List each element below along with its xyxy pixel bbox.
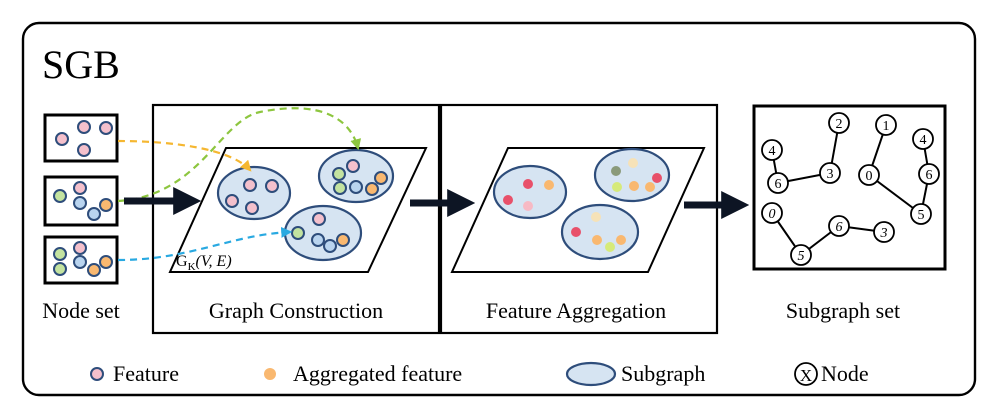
node-set-label: Node set	[42, 298, 120, 323]
feature-dot	[53, 189, 67, 203]
feature-dot	[99, 121, 113, 135]
legend-feature-label: Feature	[113, 361, 179, 386]
aggregated-feature-dot	[616, 235, 626, 245]
feature-dot	[291, 226, 305, 240]
graph-node	[761, 139, 783, 161]
graph-node-label: 6	[836, 220, 843, 235]
aggregated-feature-dot	[592, 235, 602, 245]
feature-dot	[87, 207, 101, 221]
aggregated-feature-dot	[503, 195, 513, 205]
graph-node	[790, 244, 812, 266]
graph-node-label: 0	[769, 207, 776, 222]
graph-node	[910, 203, 932, 225]
feature-dot	[73, 181, 87, 195]
aggregated-feature-dot	[612, 182, 622, 192]
graph-node-label: 2	[836, 117, 843, 132]
legend-feature-swatch	[90, 367, 104, 381]
aggregated-feature-dot	[523, 179, 533, 189]
aggregated-feature-dot	[544, 180, 554, 190]
feature-dot	[245, 201, 259, 215]
graph-node-label: 4	[769, 144, 776, 159]
feature-dot	[77, 143, 91, 157]
feature-dot	[73, 196, 87, 210]
graph-construction-group: GK(V, E) Graph Construction	[151, 103, 441, 335]
legend-node-label: Node	[821, 361, 869, 386]
feature-dot	[312, 212, 326, 226]
feature-dot	[77, 120, 91, 134]
feature-dot	[333, 181, 347, 195]
graph-node-label: 6	[926, 168, 933, 183]
aggregated-feature-dot	[652, 173, 662, 183]
graph-node	[875, 114, 897, 136]
graph-node	[819, 162, 841, 184]
graph-node	[828, 215, 850, 237]
graph-node-label: 3	[827, 167, 834, 182]
orange-dashed-arrow	[117, 139, 252, 172]
legend: Feature Aggregated feature Subgraph X No…	[90, 361, 869, 387]
aggregated-feature-dot	[571, 227, 581, 237]
feature-dot	[346, 159, 360, 173]
feature-aggregation-label: Feature Aggregation	[486, 298, 666, 323]
graph-node-label: 5	[798, 249, 805, 264]
feature-dot	[53, 247, 67, 261]
legend-aggregated-swatch	[264, 368, 276, 380]
graph-construction-label: Graph Construction	[209, 298, 383, 323]
feature-dot	[265, 179, 279, 193]
graph-node	[761, 202, 783, 224]
graph-node-label: 6	[775, 177, 782, 192]
legend-node-swatch	[794, 362, 818, 386]
graph-node-label: 1	[883, 119, 890, 134]
subgraph-set-group: 2 1 4 4 6 3 0 6 5 0 6 3 5 Subgraph set	[752, 104, 947, 323]
graph-node	[767, 172, 789, 194]
graph-label: GK(V, E)	[176, 253, 232, 273]
graph-node-label: 3	[880, 226, 888, 241]
graph-node-label: 4	[920, 133, 927, 148]
feature-dot	[225, 194, 239, 208]
feature-dot	[53, 262, 67, 276]
graph-node-label: 0	[866, 169, 873, 184]
aggregated-feature-dot	[605, 242, 615, 252]
subgraph-ellipse	[560, 203, 640, 261]
aggregated-feature-dot	[629, 181, 639, 191]
legend-aggregated-label: Aggregated feature	[293, 361, 462, 386]
feature-aggregation-group: Feature Aggregation	[439, 103, 719, 335]
feature-dot	[99, 255, 113, 269]
legend-node-symbol: X	[800, 366, 812, 385]
green-dashed-arrow	[117, 107, 362, 203]
graph-node	[858, 164, 880, 186]
aggregated-feature-dot	[523, 201, 533, 211]
feature-dot	[349, 180, 363, 194]
feature-dot	[332, 167, 346, 181]
subgraph-set-label: Subgraph set	[786, 298, 900, 323]
feature-dot	[323, 239, 337, 253]
feature-dot	[311, 233, 325, 247]
feature-dot	[73, 241, 87, 255]
feature-dot	[243, 178, 257, 192]
node-set-group: Node set	[42, 113, 120, 323]
feature-dot	[365, 182, 379, 196]
aggregated-feature-dot	[611, 166, 621, 176]
feature-dot	[87, 263, 101, 277]
feature-dot	[55, 132, 69, 146]
graph-node-label: 5	[918, 208, 925, 223]
aggregated-feature-dot	[591, 212, 601, 222]
feature-dot	[73, 255, 87, 269]
graph-node	[828, 112, 850, 134]
feature-dot	[99, 198, 113, 212]
diagram-title: SGB	[42, 42, 120, 87]
feature-dot	[374, 171, 388, 185]
graph-node	[873, 221, 895, 243]
legend-subgraph-label: Subgraph	[621, 361, 705, 386]
graph-node	[912, 128, 934, 150]
feature-dot	[336, 233, 350, 247]
subgraph-ellipse	[492, 164, 568, 220]
aggregated-feature-dot	[645, 182, 655, 192]
legend-subgraph-swatch	[565, 361, 617, 387]
graph-node	[918, 163, 940, 185]
aggregated-feature-dot	[628, 158, 638, 168]
blue-dashed-arrow	[117, 226, 293, 262]
